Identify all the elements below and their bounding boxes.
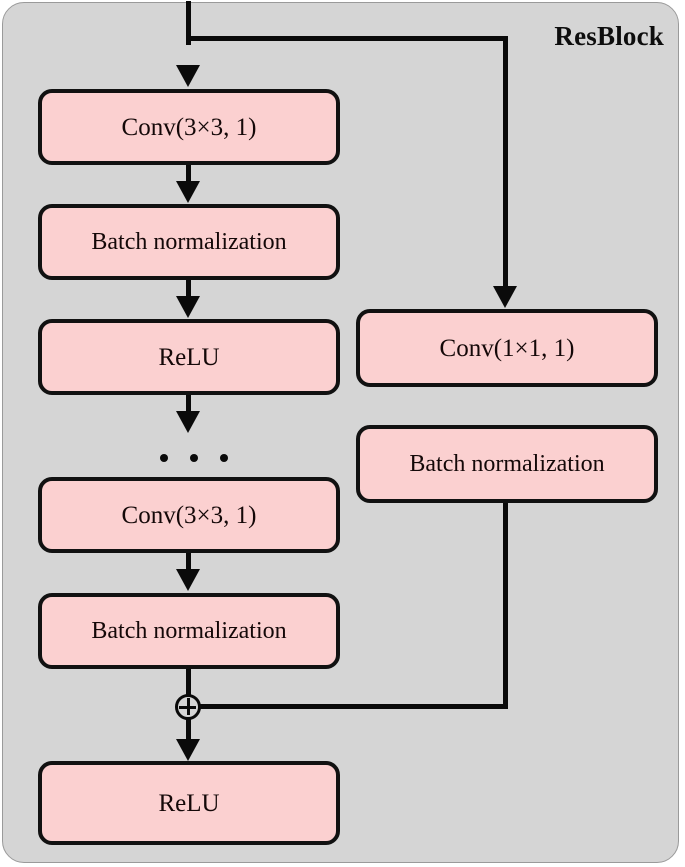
arrowhead-to-relu-1 [176,296,200,318]
arrowhead-to-conv-3x3-1 [176,65,200,87]
arrowhead-to-conv-1x1 [493,286,517,308]
arrowhead-to-relu-out [176,739,200,761]
node-batch-norm-2-label: Batch normalization [91,618,287,644]
node-relu-out-label: ReLU [158,789,220,817]
node-relu-1[interactable]: ReLU [38,319,340,395]
ellipsis-dot [190,454,198,462]
node-conv-3x3-2-label: Conv(3×3, 1) [121,501,257,529]
ellipsis-dot [220,454,228,462]
arrowhead-to-batch-norm-1 [176,181,200,203]
connector-bn1-to-relu1 [186,278,191,300]
node-relu-out[interactable]: ReLU [38,761,340,845]
node-conv-1x1-1-label: Conv(1×1, 1) [439,334,575,362]
node-conv-1x1-1[interactable]: Conv(1×1, 1) [356,309,658,387]
node-batch-norm-shortcut-label: Batch normalization [409,451,605,477]
connector-shortcut-into-add [198,704,508,709]
node-batch-norm-shortcut[interactable]: Batch normalization [356,425,658,503]
node-relu-1-label: ReLU [158,343,220,371]
connector-conv1-to-bn1 [186,163,191,185]
node-conv-3x3-1[interactable]: Conv(3×3, 1) [38,89,340,165]
connector-shortcut-top-horizontal [186,36,508,41]
page-title: ResBlock [554,21,664,51]
connector-shortcut-bn-down [503,501,508,709]
node-batch-norm-1[interactable]: Batch normalization [38,204,340,280]
node-conv-3x3-1-label: Conv(3×3, 1) [121,113,257,141]
node-batch-norm-2[interactable]: Batch normalization [38,593,340,669]
plus-vertical-bar [186,698,190,715]
connector-add-to-relu-out [186,717,191,743]
connector-conv2-to-bn2 [186,551,191,573]
connector-input-stem [186,1,191,45]
connector-shortcut-vertical-down [503,36,508,286]
ellipsis-dot [160,454,168,462]
add-operator-node [175,694,201,720]
connector-bn2-to-add [186,667,191,711]
ellipsis-indicator [160,454,228,462]
node-batch-norm-1-label: Batch normalization [91,229,287,255]
node-conv-3x3-2[interactable]: Conv(3×3, 1) [38,477,340,553]
connector-relu1-to-ellipsis [186,393,191,415]
arrowhead-to-batch-norm-2 [176,569,200,591]
arrowhead-to-ellipsis [176,411,200,433]
